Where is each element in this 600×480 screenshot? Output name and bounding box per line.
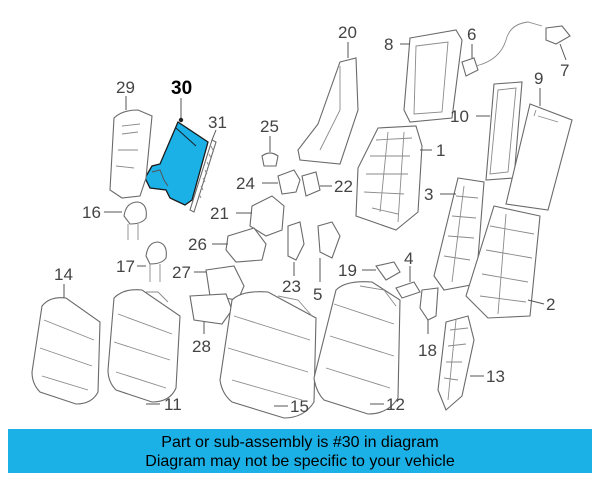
part-31 — [189, 129, 217, 213]
part-30-highlighted[interactable] — [144, 121, 209, 206]
callout-16: 16 — [82, 203, 101, 222]
part-9 — [505, 88, 573, 211]
callout-11: 11 — [164, 395, 182, 414]
part-13 — [437, 315, 484, 411]
part-11 — [107, 289, 181, 405]
part-16 — [104, 201, 147, 240]
callout-13: 13 — [486, 367, 505, 386]
callout-5: 5 — [313, 285, 322, 304]
part-25 — [261, 136, 279, 167]
callout-28: 28 — [192, 337, 211, 356]
part-22 — [301, 171, 332, 197]
part-23 — [287, 221, 305, 276]
callout-26: 26 — [188, 235, 207, 254]
callout-23: 23 — [282, 277, 301, 296]
callout-10: 10 — [450, 107, 469, 126]
callout-25: 25 — [260, 117, 279, 136]
callout-18: 18 — [418, 341, 437, 360]
part-20 — [297, 42, 359, 165]
callout-22: 22 — [334, 177, 353, 196]
part-4 — [395, 266, 421, 299]
part-26 — [212, 227, 267, 263]
banner-line-1: Part or sub-assembly is #30 in diagram — [161, 434, 439, 451]
part-3 — [433, 177, 485, 291]
part-28 — [189, 293, 233, 334]
callout-6: 6 — [467, 25, 476, 44]
callout-20: 20 — [338, 23, 357, 42]
part-14 — [31, 284, 101, 405]
callout-15: 15 — [290, 397, 309, 416]
part-27 — [194, 265, 245, 301]
part-17 — [137, 241, 167, 282]
parts-diagram: 30 29 31 16 17 14 11 — [31, 21, 573, 419]
callout-1: 1 — [436, 141, 445, 160]
part-6 — [461, 21, 543, 77]
callout-30: 30 — [171, 78, 192, 99]
callout-4: 4 — [404, 249, 413, 268]
callout-27: 27 — [172, 263, 191, 282]
part-8 — [400, 29, 463, 123]
callout-29: 29 — [116, 78, 135, 97]
banner-line-2: Diagram may not be specific to your vehi… — [145, 453, 455, 470]
part-7 — [545, 25, 571, 61]
callout-7: 7 — [560, 61, 569, 80]
part-5 — [317, 221, 341, 282]
callout-19: 19 — [338, 261, 357, 280]
leader-30-dot — [178, 117, 184, 123]
part-18 — [419, 287, 439, 334]
part-29 — [109, 96, 153, 199]
callout-2: 2 — [546, 295, 555, 314]
part-2 — [465, 205, 545, 319]
part-12 — [313, 281, 401, 415]
callout-9: 9 — [534, 69, 543, 88]
part-1 — [355, 125, 432, 231]
callout-14: 14 — [54, 265, 73, 284]
callout-3: 3 — [424, 185, 433, 204]
part-21 — [236, 195, 285, 237]
part-15 — [219, 291, 317, 419]
part-24 — [262, 169, 301, 195]
info-banner: Part or sub-assembly is #30 in diagram D… — [8, 429, 592, 473]
callout-24: 24 — [236, 174, 255, 193]
part-19 — [362, 261, 401, 281]
callout-12: 12 — [386, 395, 405, 414]
callout-21: 21 — [210, 204, 229, 223]
callout-31: 31 — [208, 113, 227, 132]
callout-17: 17 — [116, 257, 135, 276]
callout-8: 8 — [384, 35, 393, 54]
